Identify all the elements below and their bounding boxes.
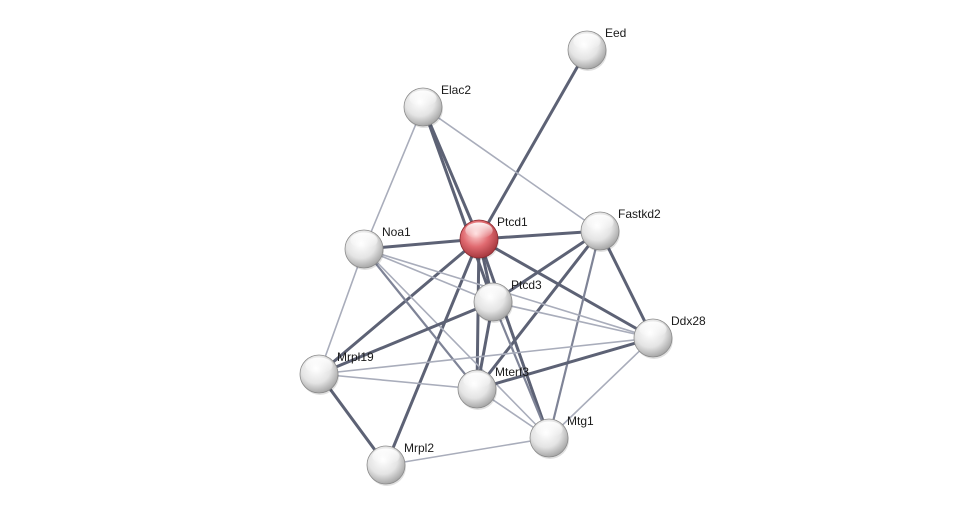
edge-ptcd3-ddx28 xyxy=(492,301,654,339)
node-mtg1[interactable]: Mtg1 xyxy=(529,414,594,459)
node-mterf3[interactable]: Mterf3 xyxy=(457,365,529,410)
edge-elac2-ptcd3 xyxy=(421,105,495,304)
node-noa1[interactable]: Noa1 xyxy=(344,225,411,270)
node-highlight xyxy=(639,321,667,338)
edge-noa1-mrpl19 xyxy=(318,248,365,375)
node-label: Elac2 xyxy=(441,83,471,97)
node-ptcd1[interactable]: Ptcd1 xyxy=(459,215,528,260)
node-label: Mterf3 xyxy=(495,365,529,379)
edge-ddx28-mterf3 xyxy=(475,336,655,391)
node-label: Eed xyxy=(605,26,626,40)
node-mrpl2[interactable]: Mrpl2 xyxy=(366,441,434,486)
node-fastkd2[interactable]: Fastkd2 xyxy=(580,207,661,252)
node-highlight xyxy=(465,222,493,239)
node-label: Ptcd3 xyxy=(511,278,542,292)
edge-noa1-ptcd3 xyxy=(363,248,494,303)
edge-ptcd1-fastkd2 xyxy=(477,229,602,241)
node-highlight xyxy=(573,33,601,50)
node-label: Fastkd2 xyxy=(618,207,661,221)
node-highlight xyxy=(372,448,400,465)
node-label: Mrpl19 xyxy=(337,350,374,364)
edge-fastkd2-ddx28 xyxy=(598,229,655,340)
edge-ptcd1-mtg1 xyxy=(477,237,551,440)
edge-ptcd1-mrpl19 xyxy=(317,237,481,376)
edge-ptcd1-ddx28 xyxy=(477,237,655,340)
edge-noa1-mterf3 xyxy=(362,247,479,391)
node-highlight xyxy=(305,357,333,374)
node-label: Noa1 xyxy=(382,225,411,239)
node-label: Ptcd1 xyxy=(497,215,528,229)
node-highlight xyxy=(586,214,614,231)
edge-ddx28-mrpl19 xyxy=(318,337,654,375)
node-highlight xyxy=(479,285,507,302)
node-highlight xyxy=(463,372,491,389)
node-label: Ddx28 xyxy=(671,314,706,328)
edge-mrpl19-mterf3 xyxy=(318,373,478,390)
edge-elac2-noa1 xyxy=(363,106,424,250)
edge-mtg1-mrpl2 xyxy=(385,437,550,466)
node-highlight xyxy=(535,421,563,438)
edge-ptcd3-mrpl19 xyxy=(317,300,495,376)
node-label: Mrpl2 xyxy=(404,441,434,455)
edge-eed-ptcd1 xyxy=(477,48,589,241)
edges-layer xyxy=(317,48,655,467)
edge-fastkd2-ptcd3 xyxy=(491,229,602,304)
edge-fastkd2-mterf3 xyxy=(475,229,602,391)
node-ddx28[interactable]: Ddx28 xyxy=(633,314,706,359)
node-label: Mtg1 xyxy=(567,414,594,428)
edge-ddx28-mtg1 xyxy=(548,337,654,439)
node-mrpl19[interactable]: Mrpl19 xyxy=(299,350,374,395)
edge-ptcd1-mrpl2 xyxy=(384,237,481,467)
edge-noa1-mtg1 xyxy=(363,248,550,439)
node-highlight xyxy=(409,90,437,107)
node-elac2[interactable]: Elac2 xyxy=(403,83,471,128)
edge-ptcd3-mtg1 xyxy=(491,300,551,440)
edge-fastkd2-mtg1 xyxy=(547,229,602,440)
node-highlight xyxy=(350,232,378,249)
node-ptcd3[interactable]: Ptcd3 xyxy=(473,278,542,323)
node-eed[interactable]: Eed xyxy=(567,26,626,71)
edge-elac2-fastkd2 xyxy=(422,106,601,232)
